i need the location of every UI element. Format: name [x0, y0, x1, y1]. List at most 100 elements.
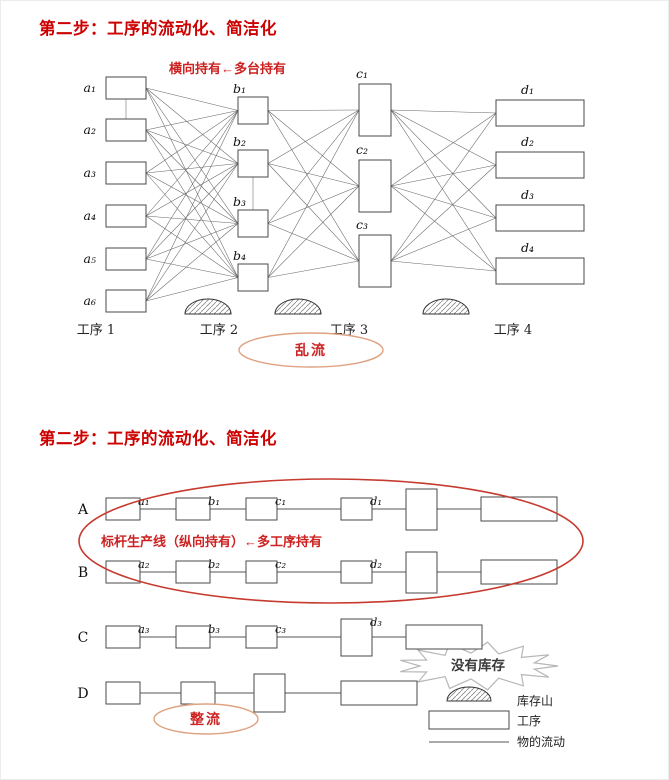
node-label: a₆ — [84, 293, 96, 308]
process-box — [253, 673, 286, 713]
process-box — [105, 204, 147, 228]
node-labels: a₁ a₂ a₃ a₄ a₅ a₆ b₁ b₂ b₃ b₄ c₁ c₂ c₃ d… — [84, 66, 534, 308]
process-box — [480, 559, 558, 585]
flow-line — [390, 109, 497, 219]
flow-line — [145, 223, 239, 302]
process-box — [358, 83, 392, 137]
process-box — [105, 560, 141, 584]
process-column-2-boxes — [237, 96, 269, 292]
process-box — [245, 560, 278, 584]
flow-line — [267, 185, 360, 278]
flow-line — [145, 129, 239, 278]
node-label: b₁ — [208, 494, 220, 508]
process-box — [495, 151, 585, 179]
flow-line — [390, 164, 497, 187]
node-label: d₁ — [521, 82, 534, 97]
process-box — [405, 488, 438, 531]
process-box — [405, 624, 483, 650]
benchmark-line-ellipse — [78, 478, 584, 604]
node-label: b₁ — [233, 81, 246, 96]
node-label: c₁ — [356, 66, 368, 81]
flow-badge-ellipse — [238, 332, 384, 368]
flow-badge-ellipse — [153, 703, 259, 735]
process-box — [405, 551, 438, 594]
node-label: a₁ — [138, 494, 149, 508]
flow-line — [390, 109, 497, 114]
process-box — [237, 149, 269, 178]
process-box — [340, 618, 373, 657]
panel2-title: 第二步：工序的流动化、简洁化 — [39, 430, 277, 448]
node-label: d₁ — [370, 494, 382, 508]
node-label: a₁ — [84, 80, 96, 95]
flow-line — [390, 109, 497, 272]
process-box — [340, 497, 373, 521]
node-label: a₅ — [84, 251, 96, 266]
panel2-annotation: 标杆生产线（纵向持有）←多工序持有 — [100, 534, 322, 549]
row-label: B — [78, 565, 88, 581]
process-box — [175, 625, 211, 649]
node-label: c₂ — [275, 557, 286, 571]
flow-line — [267, 109, 360, 164]
no-inventory-label: 没有库存 — [451, 657, 505, 673]
flow-line — [390, 260, 497, 272]
flow-line — [267, 109, 360, 224]
node-label: b₂ — [233, 134, 246, 149]
node-label: c₃ — [275, 622, 286, 636]
flow-line — [267, 223, 360, 262]
flow-line — [145, 163, 239, 260]
node-label: b₃ — [233, 194, 246, 209]
flow-line — [145, 110, 239, 131]
flow-line — [390, 185, 497, 272]
production-row-D: D — [77, 673, 418, 713]
node-label: a₂ — [84, 122, 96, 137]
node-label: d₄ — [521, 240, 534, 255]
flow-line — [145, 87, 239, 278]
process-box — [175, 560, 211, 584]
node-label: b₃ — [208, 622, 220, 636]
legend-label: 库存山 — [517, 693, 553, 708]
flow-line — [145, 129, 239, 224]
process-box — [480, 496, 558, 522]
process-box — [495, 204, 585, 232]
node-label: a₄ — [84, 208, 96, 223]
process-box — [495, 257, 585, 285]
node-label: a₂ — [138, 557, 150, 571]
node-label: b₄ — [233, 248, 246, 263]
inventory-mound — [422, 298, 470, 315]
process-column-4-boxes — [495, 99, 585, 285]
flow-line — [390, 185, 497, 219]
flow-line — [145, 87, 239, 164]
node-label: d₃ — [521, 187, 534, 202]
column-caption: 工序 1 — [77, 323, 115, 338]
column-caption: 工序 2 — [200, 323, 238, 338]
process-box — [358, 159, 392, 213]
flow-line — [145, 163, 239, 217]
panel1-annotation: 横向持有←多台持有 — [169, 61, 286, 76]
process-box — [237, 96, 269, 125]
node-label: c₁ — [275, 494, 286, 508]
flow-line — [145, 87, 239, 224]
chaotic-flow-diagram: 横向持有←多台持有 — [77, 61, 585, 368]
process-box — [358, 234, 392, 288]
machine-link-lines — [125, 99, 254, 210]
flow-line — [145, 215, 239, 224]
legend-process-symbol — [428, 710, 510, 730]
process-box — [245, 497, 278, 521]
flow-line — [145, 87, 239, 111]
legend-inventory-mound-symbol — [446, 686, 492, 702]
node-label: a₃ — [138, 622, 150, 636]
flow-line — [267, 109, 360, 111]
flow-line — [145, 110, 239, 302]
node-label: c₃ — [356, 217, 368, 232]
process-box — [495, 99, 585, 127]
flow-line — [145, 110, 239, 217]
flow-line — [267, 163, 360, 187]
flow-badge-label: 整流 — [189, 711, 222, 727]
rectified-flow-diagram: A a₁ b₁ c₁ d₁ B — [77, 478, 584, 749]
flow-line — [145, 163, 239, 302]
flow-line — [267, 260, 360, 278]
row-label: D — [77, 686, 88, 702]
flow-line — [267, 163, 360, 262]
flow-line — [145, 129, 239, 164]
